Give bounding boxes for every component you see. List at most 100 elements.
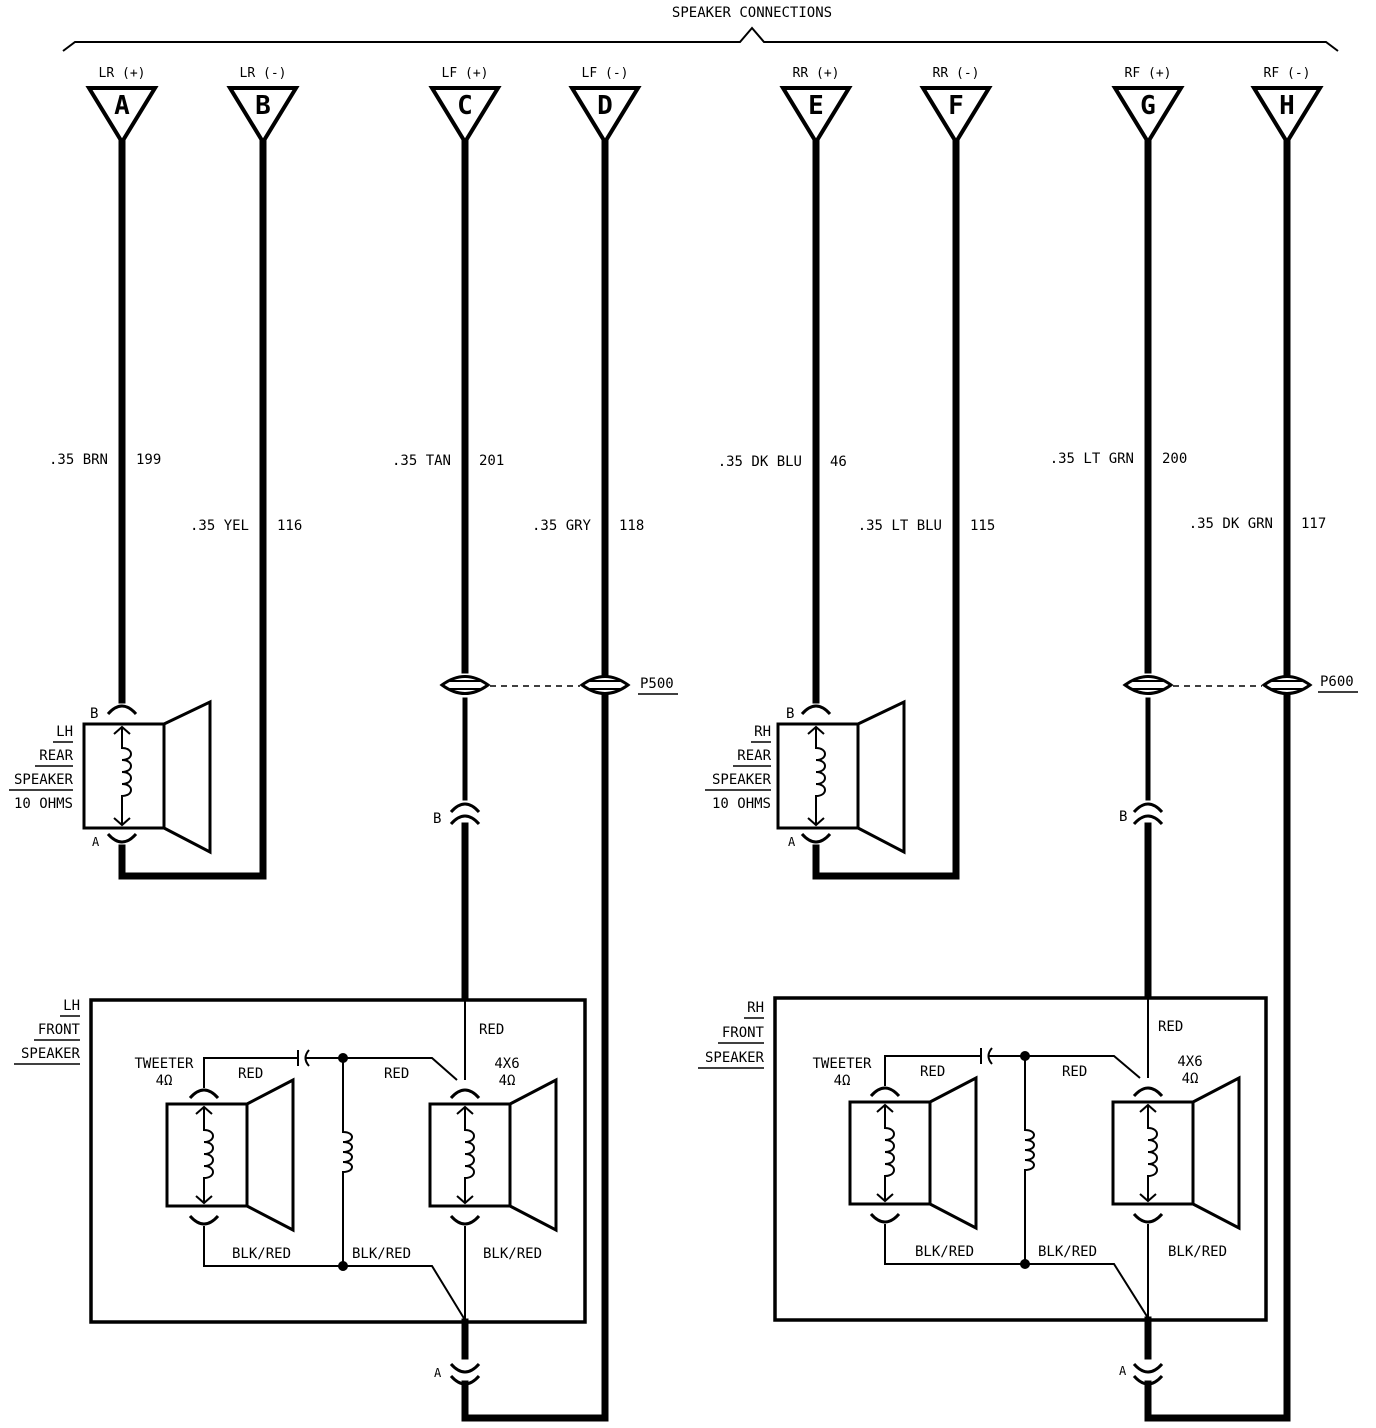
connector-a-label: LR (+) (99, 66, 146, 81)
rh-front-woofer-coil (1139, 1103, 1158, 1203)
lh-front-speaker-line1: LH (63, 998, 80, 1014)
inline-c-symbol (439, 675, 491, 695)
lh-rear-speaker-underlines (9, 741, 73, 791)
rh-rear-speaker: RH REAR SPEAKER 10 OHMS (705, 699, 906, 855)
lf-pin-a-label: A (434, 1366, 442, 1380)
inline-c-bars (450, 680, 480, 690)
connector-e-symbol (779, 86, 853, 146)
inline-d-symbol (579, 675, 631, 695)
lh-front-woofer-red: RED (384, 1066, 409, 1082)
lh-front-woofer-label: 4X6 (494, 1056, 519, 1072)
rh-front-tweeter-ohm: 4Ω (834, 1073, 851, 1089)
rh-front-speaker: RH FRONT SPEAKER RED RED RED BLK/RED BLK… (698, 996, 1268, 1322)
rh-front-woofer-ohm: 4Ω (1182, 1071, 1199, 1087)
wire-g-circuit: 200 (1162, 451, 1187, 467)
wire-c-size: .35 TAN (392, 453, 451, 469)
lh-rear-speaker: LH REAR SPEAKER 10 OHMS (9, 699, 212, 855)
lh-front-tweeter-red: RED (238, 1066, 263, 1082)
wire-f-circuit: 115 (970, 518, 995, 534)
lh-front-cap-to-node (305, 1057, 458, 1081)
rh-rear-speaker-coil (807, 725, 826, 827)
wire-f-size: .35 LT BLU (858, 518, 942, 534)
lh-front-speaker-housing (89, 998, 587, 1324)
lh-rear-speaker-line2: REAR (39, 748, 73, 764)
wire-a-size: .35 BRN (49, 452, 108, 468)
rf-pin-a-label: A (1119, 1364, 1127, 1378)
lh-front-woofer-pin-bot (449, 1214, 481, 1226)
connector-a-letter: A (114, 91, 130, 121)
speaker-connections-header: SPEAKER CONNECTIONS (62, 5, 1339, 52)
lh-front-crossover-coil (342, 1058, 353, 1266)
rh-rear-speaker-line4: 10 OHMS (712, 796, 771, 812)
lh-front-tweeter-label: TWEETER (134, 1056, 194, 1072)
wire-d-size: .35 GRY (532, 518, 592, 534)
lh-rear-speaker-line3: SPEAKER (14, 772, 74, 788)
lh-rear-speaker-line4: 10 OHMS (14, 796, 73, 812)
wire-lf-minus (461, 138, 609, 1422)
lh-front-tweeter-pin-top (188, 1088, 220, 1100)
lh-front-tweeter-pin-bot (188, 1214, 220, 1226)
connector-c-symbol (428, 86, 502, 146)
rh-front-red-label: RED (1158, 1019, 1183, 1035)
rf-pin-a-bot (1132, 1374, 1164, 1386)
p600-label: P600 (1320, 674, 1354, 690)
wire-a-circuit: 199 (136, 452, 161, 468)
wire-g-size: .35 LT GRN (1050, 451, 1134, 467)
connector-d: LF (-) D (568, 66, 642, 146)
rh-front-blkred-2: BLK/RED (1038, 1244, 1097, 1260)
lh-rear-speaker-cone (163, 699, 212, 855)
rh-front-blkred-3: BLK/RED (1168, 1244, 1227, 1260)
rf-pin-b-bot (1132, 814, 1164, 826)
lh-rear-speaker-magnet (82, 722, 166, 830)
rh-rear-speaker-line2: REAR (737, 748, 771, 764)
inline-h-symbol (1261, 675, 1313, 695)
connector-f-label: RR (-) (933, 66, 980, 81)
rh-front-tweeter-coil (876, 1103, 895, 1203)
connector-c-letter: C (457, 91, 473, 121)
lh-front-speaker-line3: SPEAKER (21, 1046, 81, 1062)
connector-d-label: LF (-) (582, 66, 629, 81)
rh-front-speaker-line2: FRONT (722, 1025, 765, 1041)
connector-e: RR (+) E (779, 66, 853, 146)
connector-h-letter: H (1279, 91, 1295, 121)
lh-front-red-label: RED (479, 1022, 504, 1038)
rh-rear-speaker-magnet (776, 722, 860, 830)
wire-b-circuit: 116 (277, 518, 302, 534)
lh-front-woofer-cone (509, 1077, 558, 1233)
lh-front-woofer-coil (456, 1105, 475, 1205)
p500-label: P500 (640, 676, 674, 692)
connector-b-label: LR (-) (240, 66, 287, 81)
inline-h-bars (1272, 680, 1302, 690)
connector-d-letter: D (597, 91, 613, 121)
wire-e-size: .35 DK BLU (718, 454, 802, 470)
wire-d-circuit: 118 (619, 518, 644, 534)
rh-front-speaker-housing (773, 996, 1268, 1322)
rh-front-woofer-cone (1192, 1075, 1241, 1231)
lh-front-tweeter-coil (195, 1105, 214, 1205)
lh-front-woofer-ohm: 4Ω (499, 1073, 516, 1089)
rh-rear-pin-b (800, 704, 832, 716)
rh-rear-pin-b-label: B (786, 706, 794, 722)
rh-rear-speaker-line1: RH (754, 724, 771, 740)
rh-front-speaker-line3: SPEAKER (705, 1050, 765, 1066)
lh-front-speaker: LH FRONT SPEAKER RED RED RED BLK/RED BLK… (14, 998, 587, 1324)
connector-f: RR (-) F (919, 66, 993, 146)
lf-pin-a-bot (449, 1374, 481, 1386)
rf-pin-a-top (1132, 1362, 1164, 1374)
rh-front-woofer-pin-bot (1132, 1212, 1164, 1224)
inline-d-bars (590, 680, 620, 690)
wire-lr-return (118, 138, 267, 880)
rh-front-tweeter-red: RED (920, 1064, 945, 1080)
connector-h-symbol (1250, 86, 1324, 146)
rh-rear-pin-a-label: A (788, 835, 796, 849)
connector-g-label: RF (+) (1125, 66, 1172, 81)
wire-h-size: .35 DK GRN (1189, 516, 1273, 532)
lh-rear-speaker-coil (113, 725, 132, 827)
rh-rear-speaker-line3: SPEAKER (712, 772, 772, 788)
rh-rear-speaker-underlines (705, 741, 771, 791)
lh-front-blkred-2: BLK/RED (352, 1246, 411, 1262)
lh-front-speaker-underlines (14, 1015, 80, 1065)
inline-connector-p500: P500 (439, 675, 678, 695)
connector-d-symbol (568, 86, 642, 146)
lh-front-woofer-pin-top (449, 1088, 481, 1100)
